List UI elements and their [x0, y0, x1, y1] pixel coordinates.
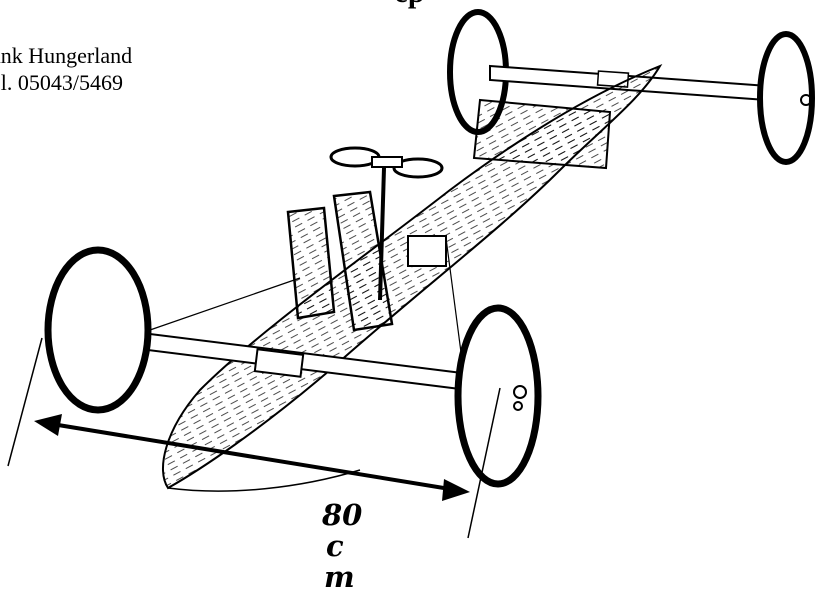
front-left-wheel [44, 246, 152, 414]
contact-name: ank Hungerland [0, 43, 133, 68]
base-board [161, 63, 663, 492]
steering-rope-right [445, 237, 463, 361]
clipped-title: ep [0, 0, 819, 8]
dimension-value: 80 [322, 498, 363, 532]
steering-handlebar [329, 146, 444, 301]
contact-phone: el. 05043/5469 [0, 70, 123, 95]
arrow-head-left [34, 414, 62, 436]
seat-backrest [472, 98, 612, 170]
dimension-arrow [7, 337, 501, 539]
extension-line-left [7, 337, 43, 467]
dimension-label: 80 c m [322, 500, 382, 593]
steering-rope [149, 277, 301, 331]
arrow-shaft [51, 422, 457, 492]
rear-right-wheel [757, 31, 815, 165]
arrow-head-right [442, 479, 470, 501]
front-seat-blocks [286, 190, 447, 332]
contact-block: ank Hungerland el. 05043/5469 [0, 42, 132, 96]
extension-line-right [467, 387, 501, 539]
dimension-unit-m: m [324, 560, 355, 594]
dimension-unit-c: c [326, 529, 344, 563]
